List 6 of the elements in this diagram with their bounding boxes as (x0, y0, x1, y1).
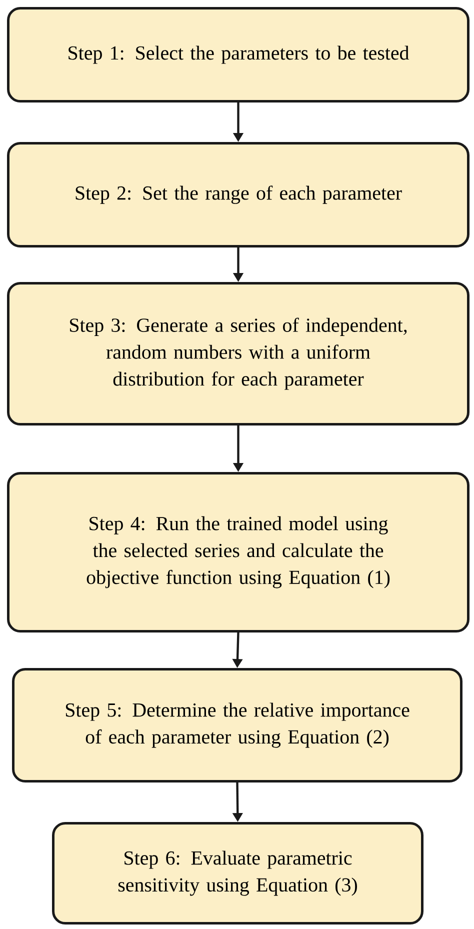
process-box: Step 1: Select the parameters to be tested (7, 7, 470, 103)
process-box: Step 3: Generate a series of independent, random numbers with a uniform distribution for each parameter (7, 282, 470, 426)
process-box: Step 2: Set the range of each parameter (7, 142, 470, 248)
process-box: Step 4: Run the trained model using the selected series and calculate the objective function using Equation (1) (7, 472, 470, 632)
process-box: Step 6: Evaluate parametric sensitivity using Equation (3) (52, 822, 424, 924)
process-box: Step 5: Determine the relative importance of each parameter using Equation (2) (12, 668, 462, 782)
